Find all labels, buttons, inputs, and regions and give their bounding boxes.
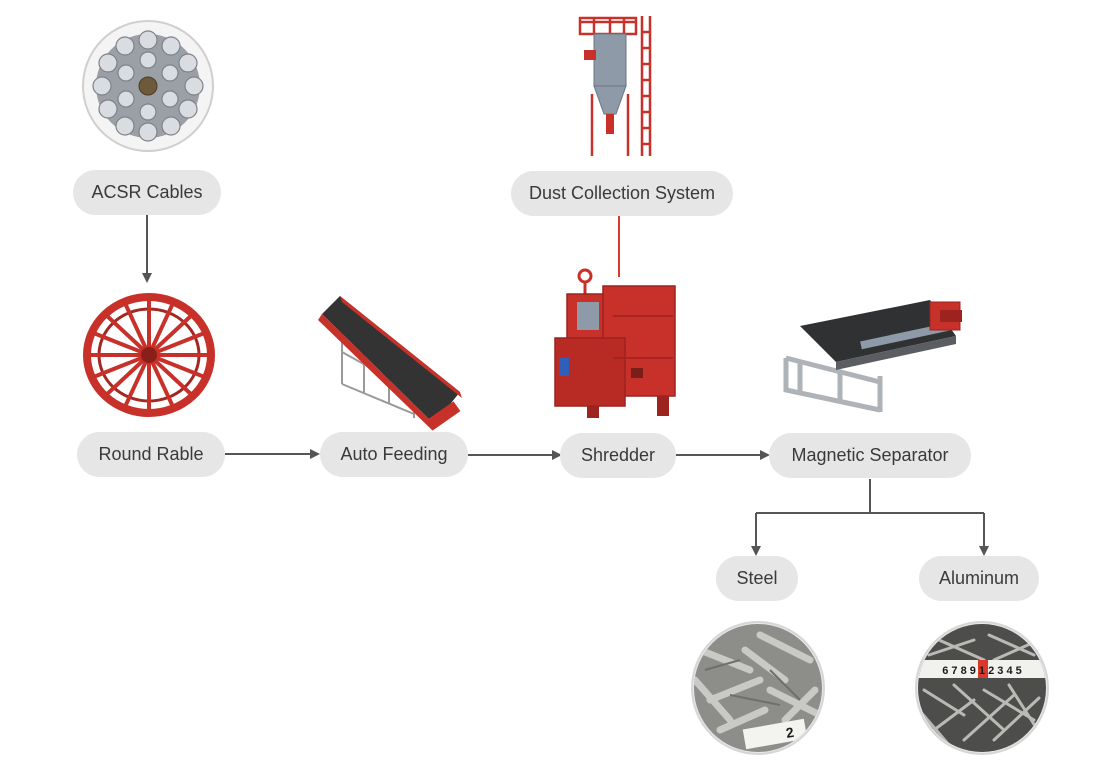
node-steel[interactable]: Steel (716, 556, 798, 601)
edge-magnetic-split (756, 479, 984, 514)
node-auto-feeding[interactable]: Auto Feeding (320, 432, 468, 477)
steel-ruler-number: 2 (785, 724, 796, 741)
node-aluminum[interactable]: Aluminum (919, 556, 1039, 601)
node-round-rable[interactable]: Round Rable (77, 432, 225, 477)
cable-bundle-icon (82, 20, 214, 152)
dust-collector-icon (578, 16, 652, 156)
node-dust-collection[interactable]: Dust Collection System (511, 171, 733, 216)
magnetic-separator-icon (783, 300, 962, 413)
aluminum-ruler-scale: 6 7 8 9 1 2 3 4 5 (942, 665, 1022, 677)
node-shredder[interactable]: Shredder (560, 433, 676, 478)
conveyor-icon (318, 296, 462, 431)
node-acsr-cables[interactable]: ACSR Cables (73, 170, 221, 215)
steel-scrap-icon: 2 (691, 621, 825, 755)
aluminum-scrap-icon: 6 7 8 9 1 2 3 4 5 (915, 621, 1049, 755)
shredder-machine-icon (554, 268, 676, 418)
node-magnetic-separator[interactable]: Magnetic Separator (769, 433, 971, 478)
cable-reel-icon (83, 293, 215, 417)
